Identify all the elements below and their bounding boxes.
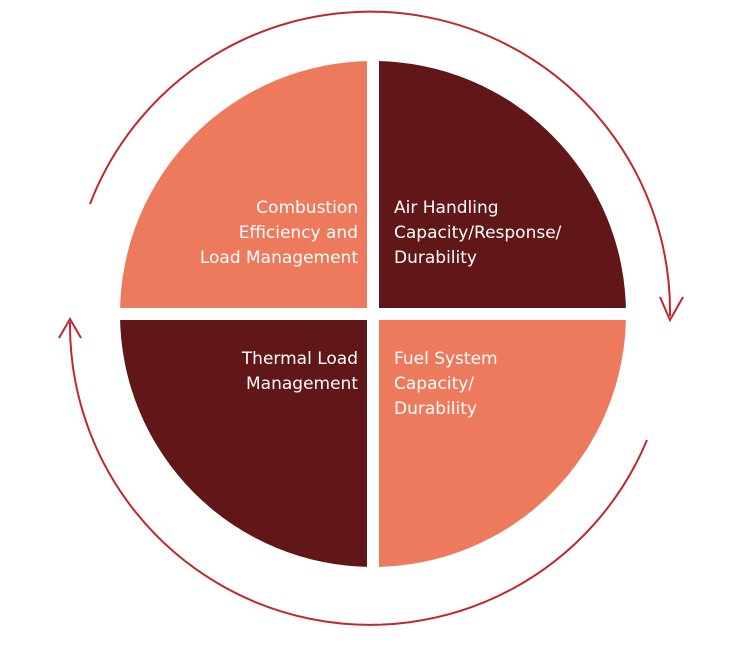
arrow-head-left-icon [58,317,82,339]
quadrant-air-handling [373,61,626,314]
cycle-arrow-upper [89,10,672,317]
label-thermal-load: Thermal Load Management [241,349,358,394]
horizontal-divider [114,308,632,320]
label-fuel-system: Fuel System Capacity/ Durability [394,349,498,419]
label-combustion: Combustion Efficiency and Load Managemen… [199,198,358,268]
label-air-handling: Air Handling Capacity/Response/ Durabili… [394,198,562,268]
arrow-head-right-icon [659,296,684,323]
quadrant-thermal-load [120,314,373,567]
cycle-arrow-lower [68,321,648,626]
quadrant-fuel-system [373,314,626,567]
quadrant-combustion [120,61,373,314]
